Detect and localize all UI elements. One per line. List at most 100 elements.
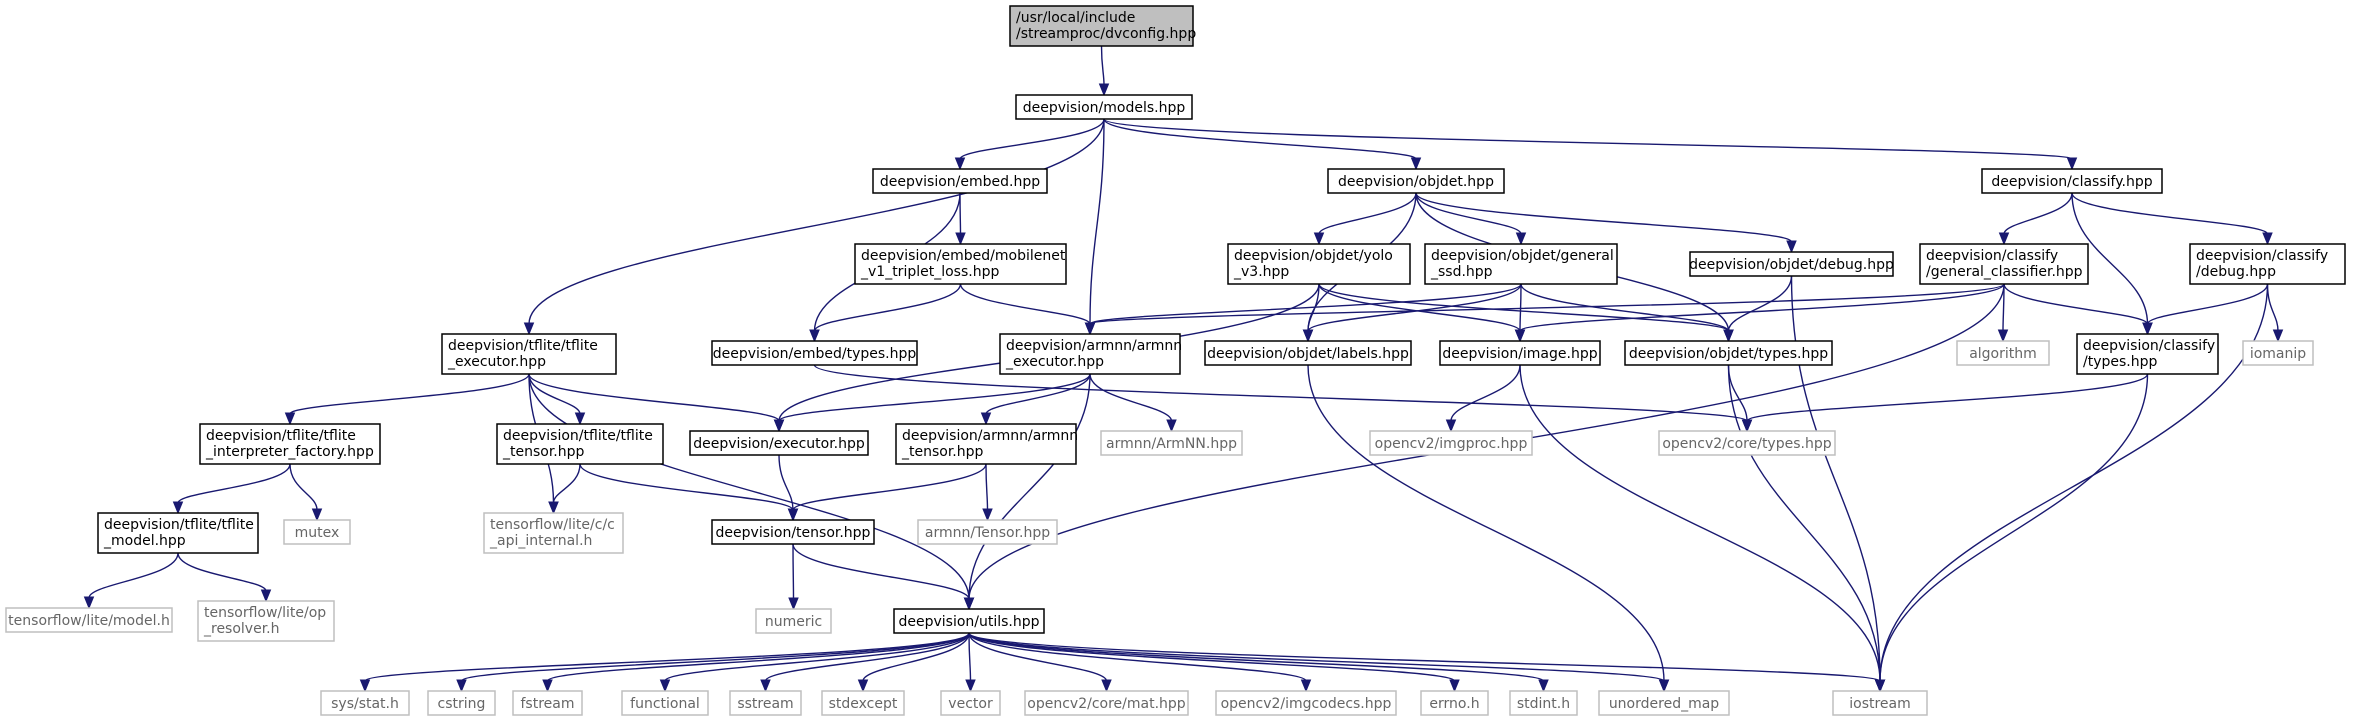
node-embed-mobilenet[interactable]: deepvision/embed/mobilenet_v1_triplet_lo… <box>854 243 1067 285</box>
node-label-line: _v1_triplet_loss.hpp <box>860 264 999 280</box>
node-objdet[interactable]: deepvision/objdet.hpp <box>1327 168 1505 194</box>
edge-line <box>1727 275 1793 332</box>
node-box <box>1439 340 1601 366</box>
node-box <box>1204 340 1412 366</box>
edge-line <box>959 283 1091 325</box>
edge-objdet_general_ssd-to-armnn_executor <box>1084 283 1522 336</box>
node-label-line: opencv2/imgcodecs.hpp <box>1221 696 1392 712</box>
node-armnn-tensor[interactable]: deepvision/armnn/armnn_tensor.hpp <box>895 423 1078 465</box>
arrowhead <box>965 679 976 693</box>
node-box <box>1689 251 1894 277</box>
node-classify-types[interactable]: deepvision/classify/types.hpp <box>2076 333 2219 375</box>
arrowhead <box>548 501 559 515</box>
edge-line <box>792 543 970 600</box>
node-executor[interactable]: deepvision/executor.hpp <box>689 430 869 456</box>
node-label-line: tensorflow/lite/model.h <box>8 613 170 629</box>
node-tflite-model[interactable]: deepvision/tflite/tflite_model.hpp <box>97 512 259 554</box>
node-tflite-executor[interactable]: deepvision/tflite/tflite_executor.hpp <box>441 333 617 375</box>
arrowhead <box>2272 329 2284 343</box>
arrowhead <box>760 679 771 693</box>
edge-line <box>1307 283 1522 332</box>
node-armnn-Tensor: armnn/Tensor.hpp <box>917 519 1058 545</box>
edge-line <box>1450 364 1521 422</box>
arrowhead <box>83 596 95 610</box>
edge-line <box>778 373 1091 422</box>
node-box <box>1227 243 1411 285</box>
edge-line <box>1519 283 2005 332</box>
node-box <box>1015 94 1193 120</box>
node-label-line: /general_classifier.hpp <box>1926 264 2083 280</box>
node-label-line: deepvision/armnn/armnn <box>1006 338 1182 354</box>
edge-armnn_tensor-to-armnn_Tensor <box>982 463 993 522</box>
edge-utils-to-functional <box>659 632 970 693</box>
node-models[interactable]: deepvision/models.hpp <box>1015 94 1193 120</box>
node-classify-debug[interactable]: deepvision/classify/debug.hpp <box>2189 243 2346 285</box>
node-label-line: deepvision/executor.hpp <box>693 436 865 452</box>
node-label-line: deepvision/classify <box>2083 338 2215 354</box>
edge-line <box>1307 283 1320 332</box>
node-objdet-yolo[interactable]: deepvision/objdet/yolo_v3.hpp <box>1227 243 1411 285</box>
edge-line <box>2071 192 2269 235</box>
node-objdet-general-ssd[interactable]: deepvision/objdet/general_ssd.hpp <box>1424 243 1618 285</box>
node-tflite-interp[interactable]: deepvision/tflite/tflite_interpreter_fac… <box>199 423 381 465</box>
node-tensor[interactable]: deepvision/tensor.hpp <box>711 519 875 545</box>
node-box <box>1215 690 1397 716</box>
node-stdexcept: stdexcept <box>821 690 905 716</box>
arrowhead <box>982 508 993 522</box>
node-label-line: deepvision/tflite/tflite <box>448 338 598 354</box>
arrowhead <box>1741 419 1753 433</box>
edge-tflite_interp-to-mutex <box>289 463 323 522</box>
arrowhead <box>1538 679 1549 693</box>
node-opencv-imgproc: opencv2/imgproc.hpp <box>1369 430 1533 456</box>
node-label-line: iostream <box>1849 696 1911 712</box>
edge-line <box>968 632 1665 682</box>
node-image[interactable]: deepvision/image.hpp <box>1439 340 1601 366</box>
edge-line <box>528 118 1105 325</box>
node-objdet-labels[interactable]: deepvision/objdet/labels.hpp <box>1204 340 1412 366</box>
node-label-line: /usr/local/include <box>1016 10 1135 26</box>
edge-tflite_tensor-to-tflite_c_api <box>548 463 581 515</box>
edge-embed_mobilenet-to-armnn_executor <box>959 283 1096 336</box>
edge-line <box>792 463 987 511</box>
edge-armnn_executor-to-armnn_hpp <box>1089 373 1177 433</box>
node-label-line: deepvision/objdet.hpp <box>1338 174 1494 190</box>
edge-classify_types-to-iostream <box>1874 373 2149 693</box>
node-label-line: deepvision/objdet/types.hpp <box>1629 346 1828 362</box>
edge-line <box>985 463 989 511</box>
node-armnn-executor[interactable]: deepvision/armnn/armnn_executor.hpp <box>999 333 1182 375</box>
edge-embed-to-embed_mobilenet <box>955 192 966 246</box>
node-embed-types[interactable]: deepvision/embed/types.hpp <box>711 340 918 366</box>
node-label-line: /debug.hpp <box>2196 264 2276 280</box>
edge-utils-to-cstring <box>456 632 970 693</box>
node-tflite-tensor[interactable]: deepvision/tflite/tflite_tensor.hpp <box>496 423 664 465</box>
arrowhead <box>788 597 799 611</box>
node-tf-model-h: tensorflow/lite/model.h <box>5 607 173 633</box>
arrowhead <box>542 679 553 693</box>
arrowhead <box>787 508 799 522</box>
edge-line <box>289 463 318 511</box>
node-box <box>441 333 617 375</box>
node-classify[interactable]: deepvision/classify.hpp <box>1981 168 2163 194</box>
arrowhead <box>1874 679 1886 693</box>
node-box <box>1981 168 2163 194</box>
edge-line <box>1307 364 1665 682</box>
edge-line <box>778 454 794 511</box>
node-classify-general[interactable]: deepvision/classify/general_classifier.h… <box>1919 243 2089 285</box>
edge-line <box>985 373 1091 415</box>
node-label-line: stdexcept <box>829 696 898 712</box>
node-objdet-types[interactable]: deepvision/objdet/types.hpp <box>1624 340 1833 366</box>
edge-line <box>968 632 1456 682</box>
node-box <box>1658 430 1836 456</box>
node-box <box>512 690 583 716</box>
node-label-line: deepvision/utils.hpp <box>898 614 1039 630</box>
edge-line <box>968 373 1091 600</box>
arrowhead <box>857 679 869 693</box>
node-embed[interactable]: deepvision/embed.hpp <box>872 168 1048 194</box>
node-objdet-debug[interactable]: deepvision/objdet/debug.hpp <box>1689 251 1894 277</box>
node-box <box>1624 340 1833 366</box>
arrowhead <box>284 412 296 426</box>
node-utils[interactable]: deepvision/utils.hpp <box>893 608 1045 634</box>
edge-line <box>813 364 1748 422</box>
node-box <box>1420 690 1489 716</box>
node-label-line: _interpreter_factory.hpp <box>205 444 374 460</box>
